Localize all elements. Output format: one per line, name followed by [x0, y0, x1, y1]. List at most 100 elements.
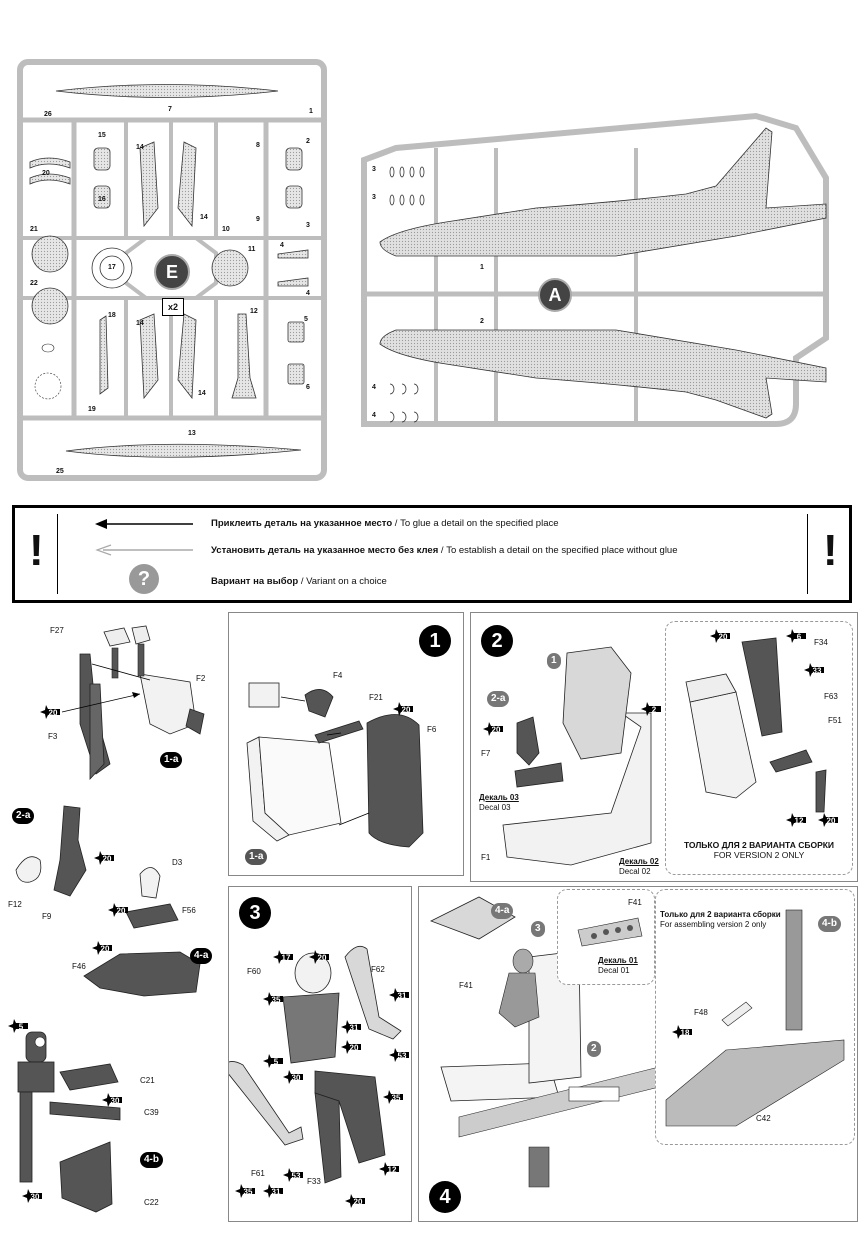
part-num: 1: [480, 264, 484, 271]
sub-label-2a: 2-a: [12, 808, 35, 824]
subassembly-4a-drawing: [83, 867, 201, 997]
star-num: 20: [103, 855, 112, 864]
star-num: 5: [274, 1058, 279, 1067]
color-star-icon: 30: [102, 1093, 122, 1107]
sub-label-text: 3: [535, 923, 541, 934]
color-star-icon: 20: [710, 629, 730, 643]
star-num: 31: [350, 1024, 359, 1033]
star-num: 53: [398, 1052, 407, 1061]
color-star-icon: 33: [804, 663, 824, 677]
sprue-e-letter: E: [165, 262, 178, 282]
color-star-icon: 53: [389, 1048, 409, 1062]
part-num: 18: [108, 312, 116, 319]
part-label: F61: [251, 1169, 265, 1178]
part-num: 8: [256, 142, 260, 149]
sprue-e-badge: E: [154, 254, 190, 290]
part-label: F41: [628, 898, 642, 907]
noglue-en: To establish a detail on the specified p…: [446, 545, 678, 556]
sprue-a-badge: A: [538, 278, 572, 312]
part-label: F21: [369, 693, 383, 702]
sub-label-1a: 1-a: [160, 752, 183, 768]
part-num: 26: [44, 111, 52, 118]
star-num: 20: [354, 1198, 363, 1207]
part-label: F9: [42, 912, 52, 921]
part-num: 3: [372, 166, 376, 173]
color-star-icon: 20: [393, 702, 413, 716]
color-star-icon: 35: [383, 1090, 403, 1104]
note-en: For assembling version 2 only: [660, 920, 767, 929]
subassembly-1a-drawing: [61, 625, 205, 781]
decal-ru: Декаль 02: [619, 857, 659, 866]
version-2-note: Только для 2 варианта сборки For assembl…: [660, 910, 781, 930]
subassembly-2a-drawing: [15, 805, 87, 897]
step-number-text: 3: [249, 902, 261, 924]
star-num: 20: [49, 709, 58, 718]
star-num: 6: [797, 633, 802, 642]
question-glyph: ?: [137, 568, 151, 590]
note-ru: ТОЛЬКО ДЛЯ 2 ВАРИАНТА СБОРКИ: [683, 840, 835, 850]
color-star-icon: 5: [8, 1019, 28, 1033]
decal-01-inset: F41 Декаль 01 Decal 01: [557, 889, 655, 985]
step-number: 4: [429, 1181, 461, 1213]
decal-02-label: Декаль 02 Decal 02: [619, 857, 659, 877]
part-num: 2: [306, 138, 310, 145]
part-num: 19: [88, 406, 96, 413]
subassembly-2a: 2-a F12 F9 20: [0, 800, 150, 921]
decal-03-label: Декаль 03 Decal 03: [479, 793, 519, 813]
part-label: F56: [182, 906, 196, 915]
part-label: F51: [828, 716, 842, 725]
note-en: FOR VERSION 2 ONLY: [713, 850, 805, 860]
part-label: C39: [144, 1108, 159, 1117]
color-star-icon: 18: [672, 1025, 692, 1039]
star-num: 20: [117, 907, 126, 916]
part-label: F62: [371, 965, 385, 974]
decal-ru: Декаль 03: [479, 793, 519, 802]
color-star-icon: 12: [786, 813, 806, 827]
glue-en: To glue a detail on the specified place: [400, 518, 559, 529]
sub-label-4a: 4-a: [190, 948, 213, 964]
sprue-a-letter: A: [548, 285, 562, 305]
step-1-drawing: [246, 682, 424, 848]
color-star-icon: 20: [345, 1194, 365, 1208]
step-4-inset: Только для 2 варианта сборки For assembl…: [655, 889, 855, 1145]
star-num: 20: [719, 633, 728, 642]
color-star-icon: 31: [263, 1184, 283, 1198]
part-label: F7: [481, 749, 491, 758]
part-label: C22: [144, 1198, 159, 1207]
sprue-a: A 3 3 1 2 4 4: [356, 108, 842, 432]
legend-box: ! ! Приклеить деталь на указанное место …: [12, 505, 852, 603]
multiplier-text: x2: [167, 302, 178, 312]
decal-en: Decal 01: [598, 966, 630, 975]
version-2-note: ТОЛЬКО ДЛЯ 2 ВАРИАНТА СБОРКИ FOR VERSION…: [668, 840, 850, 860]
step-number-text: 4: [439, 1186, 451, 1208]
star-num: 31: [398, 992, 407, 1001]
sub-label-text: 4-a: [194, 950, 209, 961]
decal-en: Decal 02: [619, 867, 651, 876]
part-num: 13: [188, 430, 196, 437]
step-3-panel: 3 F60 F62 F61 F33 17 20 31 35 31 20 53 5…: [222, 886, 412, 1222]
part-num: 1: [309, 108, 313, 115]
star-num: 2: [652, 706, 657, 715]
step-2-drawing: [502, 646, 652, 866]
color-star-icon: 20: [483, 722, 503, 736]
sub-label-ref: 1-a: [245, 849, 268, 865]
star-num: 5: [19, 1023, 24, 1032]
color-star-icon: 35: [263, 992, 283, 1006]
star-num: 35: [244, 1188, 253, 1197]
legend-row-choice: Вариант на выбор / Variant on a choice: [211, 576, 387, 587]
step-4-panel: 4 4-a 3 2 F41 F41 Декаль 01 Decal 01: [418, 886, 858, 1222]
color-star-icon: 20: [92, 941, 112, 955]
sub-label-ref: 3: [531, 921, 545, 937]
step-2-inset-drawing: [685, 637, 827, 813]
legend-row-glue: Приклеить деталь на указанное место / To…: [211, 518, 559, 529]
part-label: F6: [427, 725, 437, 734]
color-star-icon: 17: [273, 950, 293, 964]
sub-label-4b: 4-b: [140, 1152, 163, 1168]
star-num: 30: [31, 1193, 40, 1202]
part-num: 4: [280, 242, 284, 249]
part-num: 5: [304, 316, 308, 323]
sub-label-text: 2-a: [491, 693, 506, 704]
part-num: 6: [306, 384, 310, 391]
sub-label-text: 4-b: [144, 1154, 159, 1165]
part-label: F48: [694, 1008, 708, 1017]
